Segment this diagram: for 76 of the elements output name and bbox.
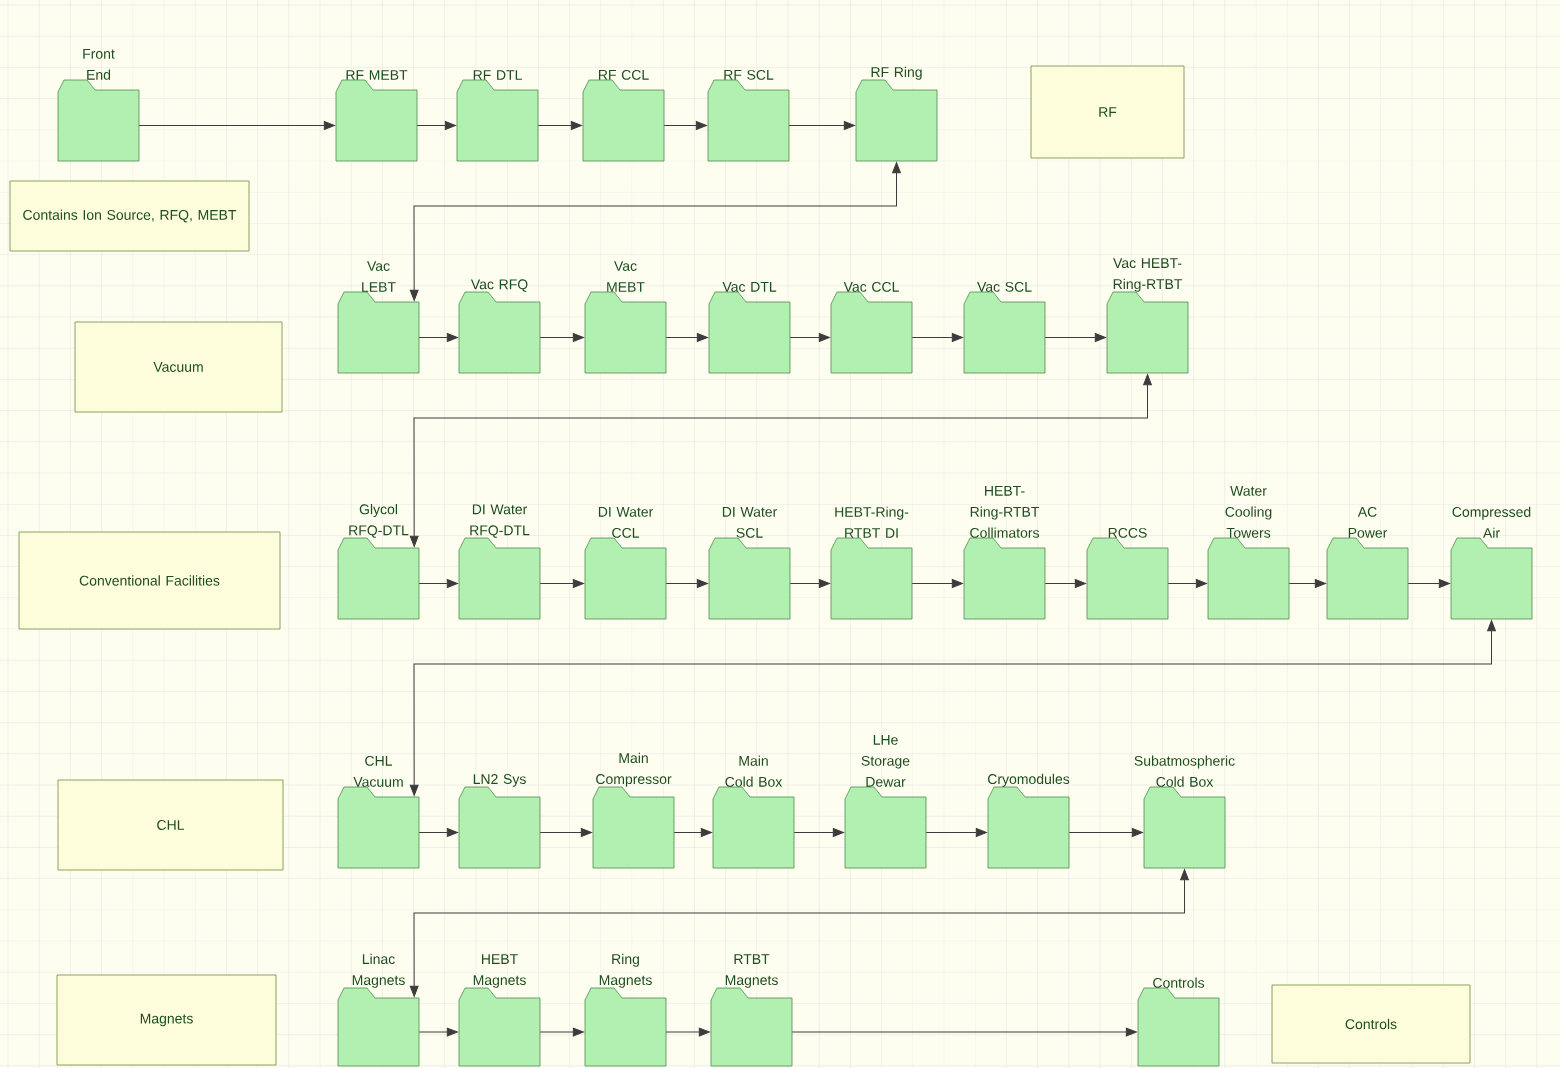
arrow bbox=[1044, 579, 1086, 588]
arrow bbox=[1167, 579, 1207, 588]
arrow bbox=[673, 828, 712, 837]
arrow bbox=[409, 869, 1189, 997]
arrow bbox=[793, 828, 844, 837]
node-label: RF CCL bbox=[599, 69, 649, 80]
node-label: RTBT Magnets bbox=[725, 954, 778, 988]
node-label: Vac MEBT bbox=[607, 261, 645, 292]
node-label: Main Cold Box bbox=[725, 755, 783, 787]
node-label: Subatmospheric Cold Box bbox=[1134, 755, 1235, 787]
arrow bbox=[539, 333, 584, 342]
arrow bbox=[665, 333, 708, 342]
arrow bbox=[409, 620, 1496, 796]
node-label: DI Water CCL bbox=[598, 507, 654, 538]
node-label: AC Power bbox=[1348, 506, 1388, 538]
node-label: Vac HEBT-Ring-RTBT bbox=[1113, 258, 1183, 292]
node-label: Main Compressor bbox=[596, 752, 672, 787]
arrow bbox=[911, 333, 963, 342]
arrow bbox=[925, 828, 987, 837]
node-label: DI Water SCL bbox=[722, 507, 778, 538]
node-label: Front End bbox=[83, 49, 115, 80]
arrow bbox=[1044, 333, 1106, 342]
group-box: CHL bbox=[57, 779, 284, 871]
node-label: DI Water RFQ-DTL bbox=[470, 504, 530, 538]
arrow bbox=[911, 579, 963, 588]
group-box: RF bbox=[1030, 65, 1185, 159]
node-label: RF MEBT bbox=[346, 70, 408, 80]
group-box: Controls bbox=[1271, 984, 1471, 1064]
node-label: RF Ring bbox=[871, 66, 922, 80]
arrow bbox=[1407, 579, 1450, 588]
arrow bbox=[418, 333, 458, 342]
node-label: Controls bbox=[1153, 977, 1205, 988]
arrow bbox=[788, 121, 855, 130]
arrow bbox=[665, 579, 708, 588]
node-label: Vac RFQ bbox=[470, 279, 528, 292]
node-label: HEBT Magnets bbox=[473, 954, 526, 988]
group-box: Vacuum bbox=[74, 321, 283, 413]
node-label: Cryomodules bbox=[988, 773, 1070, 787]
arrow bbox=[789, 333, 830, 342]
node-label: Ring Magnets bbox=[599, 953, 652, 988]
node-label: Glycol RFQ-DTL bbox=[349, 504, 409, 538]
node-label: LHe Storage Dewar bbox=[861, 735, 910, 787]
node-label: LN2 Sys bbox=[473, 774, 526, 787]
group-box: Conventional Facilities bbox=[18, 531, 281, 630]
arrow bbox=[418, 579, 458, 588]
arrow bbox=[537, 121, 582, 130]
node-label: RF DTL bbox=[473, 70, 522, 80]
arrow bbox=[789, 579, 830, 588]
node-label: Linac Magnets bbox=[352, 953, 405, 988]
node-label: RCCS bbox=[1108, 527, 1147, 538]
node-label: Vac CCL bbox=[843, 281, 899, 292]
node-label: Compressed Air bbox=[1452, 506, 1531, 538]
node-label: CHL Vacuum bbox=[353, 755, 403, 787]
arrow bbox=[1068, 828, 1143, 837]
arrow bbox=[409, 162, 901, 301]
node-label: Water Cooling Towers bbox=[1225, 486, 1272, 538]
arrow bbox=[791, 1027, 1137, 1037]
arrow bbox=[409, 374, 1152, 547]
node-label: Vac SCL bbox=[977, 281, 1032, 292]
node-label: RF SCL bbox=[724, 69, 774, 80]
arrow bbox=[663, 121, 707, 130]
node-label: Vac LEBT bbox=[362, 261, 396, 292]
arrow bbox=[416, 121, 456, 130]
arrow bbox=[665, 1027, 710, 1037]
arrow bbox=[1288, 579, 1326, 588]
arrow bbox=[418, 1027, 458, 1037]
arrow bbox=[138, 121, 335, 130]
arrow bbox=[539, 828, 592, 837]
group-box: Contains Ion Source, RFQ, MEBT bbox=[9, 180, 250, 252]
arrow bbox=[539, 579, 584, 588]
group-box: Magnets bbox=[56, 974, 277, 1066]
arrow bbox=[418, 828, 458, 837]
node-label: HEBT-Ring-RTBT DI bbox=[835, 506, 909, 538]
node-label: HEBT-Ring-RTBT Collimators bbox=[970, 486, 1040, 538]
node-label: Vac DTL bbox=[722, 282, 777, 292]
arrow bbox=[539, 1027, 584, 1037]
